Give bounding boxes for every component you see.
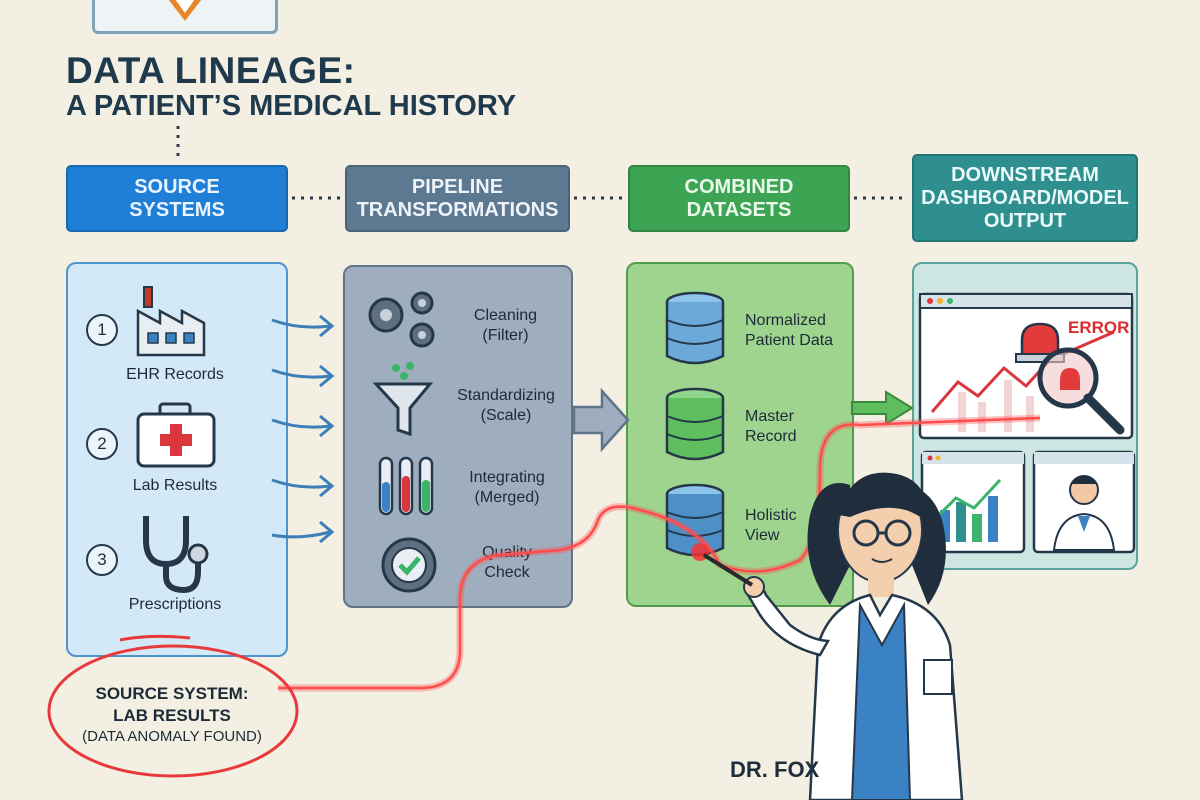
bar-chart-screen (920, 450, 1026, 554)
alarm-icon (1015, 322, 1065, 363)
pipeline-step-quality-sub: Check (484, 564, 530, 581)
doctor-presenter-illustration (702, 472, 964, 800)
combined-to-dashboard-arrow (851, 390, 914, 426)
error-label: ERROR (1068, 318, 1130, 337)
fox-logo (92, 0, 278, 34)
anomaly-line1: SOURCE SYSTEM: (95, 684, 249, 703)
stage-pipeline-transformations: PIPELINE TRANSFORMATIONS (345, 165, 570, 232)
pointer-stick (702, 553, 754, 587)
page-title: DATA LINEAGE: (66, 50, 356, 91)
database-icon-normalized (665, 291, 725, 365)
fox-icon (168, 0, 202, 21)
magnifier-icon (1037, 347, 1125, 435)
pipeline-step-integrating-sub: (Merged) (474, 489, 540, 506)
dataset-master-sub: Record (745, 428, 797, 445)
dataset-normalized-title: Normalized (745, 312, 826, 329)
source-number-2: 2 (86, 428, 118, 460)
pipeline-to-combined-arrow (572, 387, 630, 453)
stage-source-systems: SOURCE SYSTEMS (66, 165, 288, 232)
test-tubes-icon (378, 456, 434, 516)
source-to-pipeline-arrows (271, 314, 335, 544)
factory-icon (136, 286, 206, 357)
bar-chart-icon (940, 496, 998, 542)
presenter-name: DR. FOX (730, 757, 820, 782)
dataset-master: Master Record (745, 407, 845, 447)
anomaly-line2: LAB RESULTS (113, 706, 231, 726)
pipeline-step-integrating-title: Integrating (469, 469, 545, 486)
page-subtitle: A PATIENT’S MEDICAL HISTORY (66, 90, 517, 122)
anomaly-callout: SOURCE SYSTEM: LAB RESULTS (DATA ANOMALY… (72, 683, 272, 747)
database-icon-master (665, 387, 725, 461)
dataset-normalized: Normalized Patient Data (745, 311, 850, 351)
database-icon-holistic (665, 483, 725, 557)
funnel-icon (372, 362, 434, 437)
stage-downstream-output: DOWNSTREAM DASHBOARD/MODEL OUTPUT (912, 154, 1138, 242)
pipeline-step-standardizing-sub: (Scale) (480, 407, 532, 424)
source-label-lab: Lab Results (132, 477, 218, 494)
source-number-3: 3 (86, 544, 118, 576)
anomaly-line3: (DATA ANOMALY FOUND) (82, 728, 262, 746)
stage-combined-datasets: COMBINED DATASETS (628, 165, 850, 232)
anomaly-circle (47, 634, 299, 778)
doctor-avatar-icon (1032, 450, 1136, 554)
stethoscope-icon (143, 516, 209, 594)
dataset-holistic-title: Holistic (745, 507, 797, 524)
gears-icon (368, 291, 435, 348)
dataset-master-title: Master (745, 408, 794, 425)
pipeline-step-cleaning: Cleaning (Filter) (448, 306, 563, 346)
quality-check-icon (381, 537, 437, 593)
dataset-holistic: Holistic View (745, 506, 845, 546)
pipeline-step-integrating: Integrating (Merged) (448, 468, 566, 508)
dataset-holistic-sub: View (745, 527, 780, 544)
pipeline-step-cleaning-sub: (Filter) (482, 327, 529, 344)
source-label-prescriptions: Prescriptions (128, 596, 222, 613)
first-aid-kit-icon (136, 402, 216, 468)
dataset-normalized-sub: Patient Data (745, 332, 834, 349)
pipeline-step-standardizing-title: Standardizing (457, 387, 555, 404)
pipeline-step-standardizing: Standardizing (Scale) (446, 386, 566, 426)
source-label-ehr: EHR Records (126, 366, 224, 383)
source-number-1: 1 (86, 314, 118, 346)
pipeline-step-cleaning-title: Cleaning (473, 307, 538, 324)
